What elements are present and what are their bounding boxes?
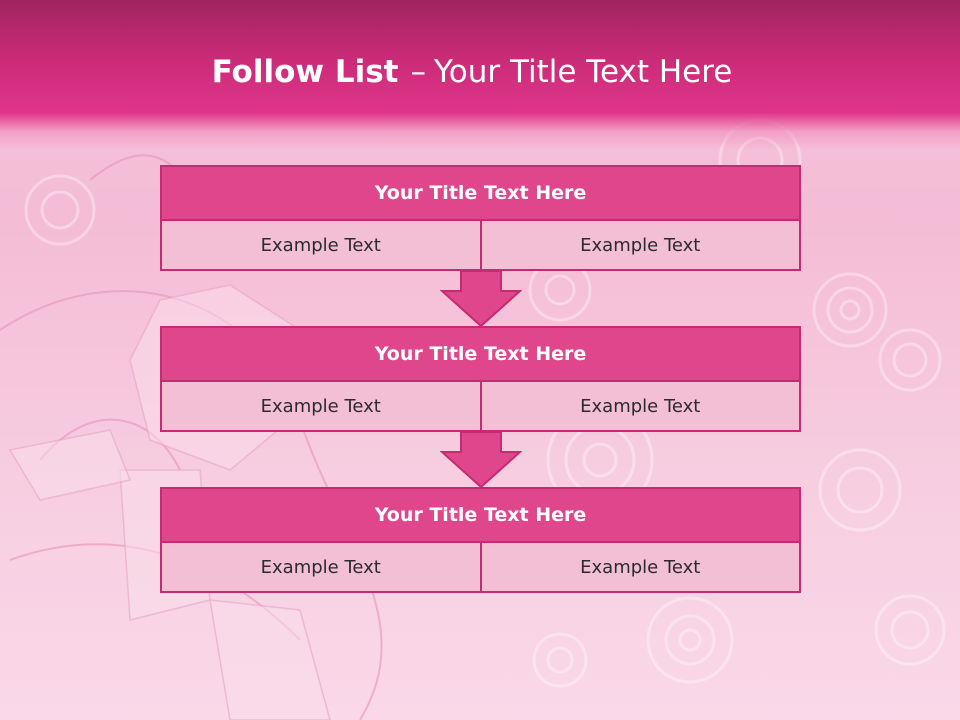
step-title: Your Title Text Here (160, 487, 801, 543)
step-row: Example Text Example Text (160, 221, 801, 271)
slide-title-bold: Follow List (211, 54, 399, 90)
step-box: Your Title Text Here Example Text Exampl… (160, 487, 801, 593)
slide-title: Follow List–Your Title Text Here (0, 54, 944, 90)
step-row: Example Text Example Text (160, 382, 801, 432)
step-cell-right: Example Text (481, 382, 801, 432)
step-title: Your Title Text Here (160, 326, 801, 382)
slide-title-dash: – (410, 54, 426, 90)
down-arrow-icon (440, 432, 522, 488)
step-cell-right: Example Text (481, 221, 801, 271)
step-cell-left: Example Text (160, 543, 482, 593)
slide-title-rest: Your Title Text Here (433, 54, 733, 90)
down-arrow-icon (440, 271, 522, 327)
step-title: Your Title Text Here (160, 165, 801, 221)
step-cell-left: Example Text (160, 382, 482, 432)
step-box: Your Title Text Here Example Text Exampl… (160, 326, 801, 432)
header-band: Follow List–Your Title Text Here (0, 0, 960, 150)
step-cell-left: Example Text (160, 221, 482, 271)
step-cell-right: Example Text (481, 543, 801, 593)
step-box: Your Title Text Here Example Text Exampl… (160, 165, 801, 271)
step-row: Example Text Example Text (160, 543, 801, 593)
